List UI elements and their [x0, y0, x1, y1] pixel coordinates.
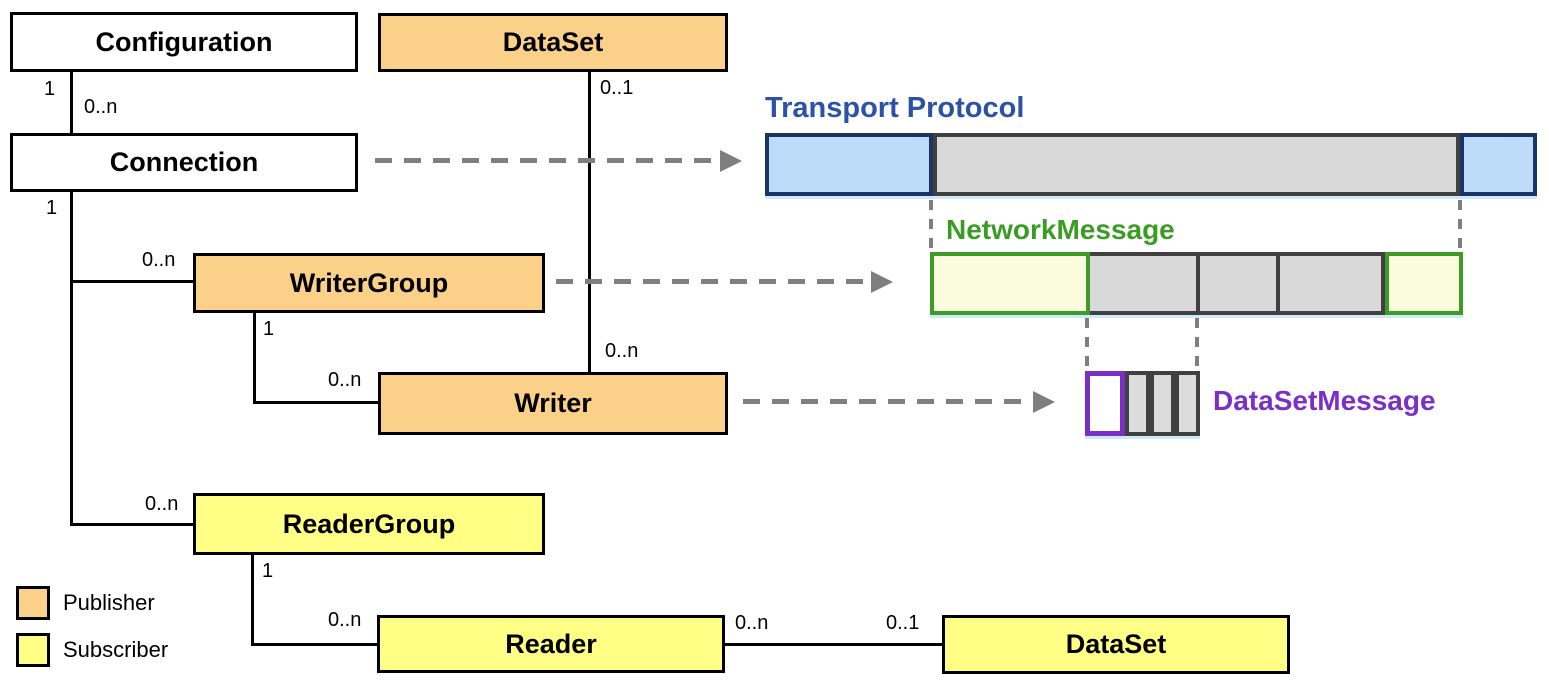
arrowhead-icon [1033, 391, 1055, 413]
multiplicity-dataset-writer-dst: 0..n [605, 340, 639, 362]
entity-box-reader: Reader [377, 615, 725, 673]
dashed-connector-transport-network-right [1458, 200, 1462, 250]
connector-connection-trunk [70, 192, 73, 526]
multiplicity-reader-dataset-dst: 0..1 [886, 612, 920, 634]
network-message-bar [930, 252, 1463, 315]
connector-connection-readergroup [72, 523, 193, 526]
legend-publisher-swatch [16, 586, 50, 620]
connector-connection-writergroup [72, 280, 193, 283]
multiplicity-readergroup-dst: 0..n [145, 493, 179, 515]
dataset-message-label: DataSetMessage [1213, 385, 1436, 416]
multiplicity-configuration-src: 1 [44, 78, 56, 100]
transport-header-left-segment [765, 133, 933, 196]
network-header-right-segment [1385, 252, 1463, 315]
entity-label: DataSet [502, 27, 604, 57]
entity-label: Configuration [95, 26, 273, 57]
multiplicity-writergroup-src: 1 [263, 318, 275, 340]
entity-label: DataSet [1065, 629, 1167, 659]
connector-writergroup-down [253, 313, 256, 404]
multiplicity-readergroup-src: 1 [262, 560, 274, 582]
arrowhead-icon [720, 150, 742, 172]
entity-box-dataset-top: DataSet [378, 13, 728, 72]
entity-box-dataset-bottom: DataSet [942, 615, 1290, 674]
network-message-label: NetworkMessage [946, 214, 1175, 245]
connector-configuration-connection [70, 72, 73, 133]
arrowhead-icon [871, 271, 893, 293]
entity-box-writer: Writer [378, 372, 728, 435]
multiplicity-dataset-src: 0..1 [600, 77, 634, 99]
dataset-message-header-box [1085, 371, 1125, 436]
entity-label: ReaderGroup [282, 508, 456, 539]
connector-readergroup-reader [251, 643, 377, 646]
entity-label: Writer [514, 388, 592, 418]
entity-box-writergroup: WriterGroup [193, 253, 545, 313]
dashed-arrow-connection-to-transport [375, 158, 720, 163]
multiplicity-connection-src: 1 [46, 197, 58, 219]
legend-subscriber-label: Subscriber [63, 637, 169, 662]
entity-label: WriterGroup [289, 267, 449, 298]
transport-protocol-bar [765, 133, 1537, 196]
connector-dataset-writer [588, 72, 591, 372]
entity-label: Connection [109, 147, 259, 177]
entity-box-connection: Connection [10, 133, 358, 192]
multiplicity-writergroup-dst: 0..n [142, 249, 176, 271]
dashed-connector-transport-network-left [929, 200, 933, 250]
dashed-connector-network-dsm-left [1085, 318, 1089, 370]
dashed-arrow-writer-to-datasetmessage [743, 399, 1033, 404]
entity-box-configuration: Configuration [10, 12, 358, 72]
multiplicity-writer-dst: 0..n [328, 369, 362, 391]
dashed-connector-network-dsm-right [1195, 318, 1199, 370]
network-header-left-segment [930, 252, 1090, 315]
network-payload-divider [1196, 252, 1200, 315]
multiplicity-reader-dataset-src: 0..n [735, 612, 769, 634]
dataset-message-group [1085, 371, 1200, 436]
dataset-message-field-box [1125, 371, 1150, 436]
network-payload-divider [1276, 252, 1280, 315]
dataset-message-field-box [1175, 371, 1200, 436]
entity-label: Reader [505, 628, 597, 659]
transport-header-right-segment [1460, 133, 1537, 196]
dashed-arrow-writergroup-to-networkmessage [556, 279, 871, 284]
multiplicity-reader-dst: 0..n [328, 609, 362, 631]
network-payload-segment [1086, 252, 1385, 315]
connector-readergroup-down [251, 555, 254, 646]
entity-box-readergroup: ReaderGroup [193, 493, 545, 555]
connector-writergroup-writer [253, 401, 378, 404]
legend-publisher-label: Publisher [63, 590, 155, 615]
transport-payload-segment [933, 133, 1460, 196]
multiplicity-connection-dst: 0..n [84, 96, 118, 118]
connector-reader-dataset [725, 643, 942, 646]
legend-subscriber-swatch [16, 633, 50, 667]
dataset-message-field-box [1150, 371, 1175, 436]
transport-protocol-label: Transport Protocol [765, 92, 1025, 124]
